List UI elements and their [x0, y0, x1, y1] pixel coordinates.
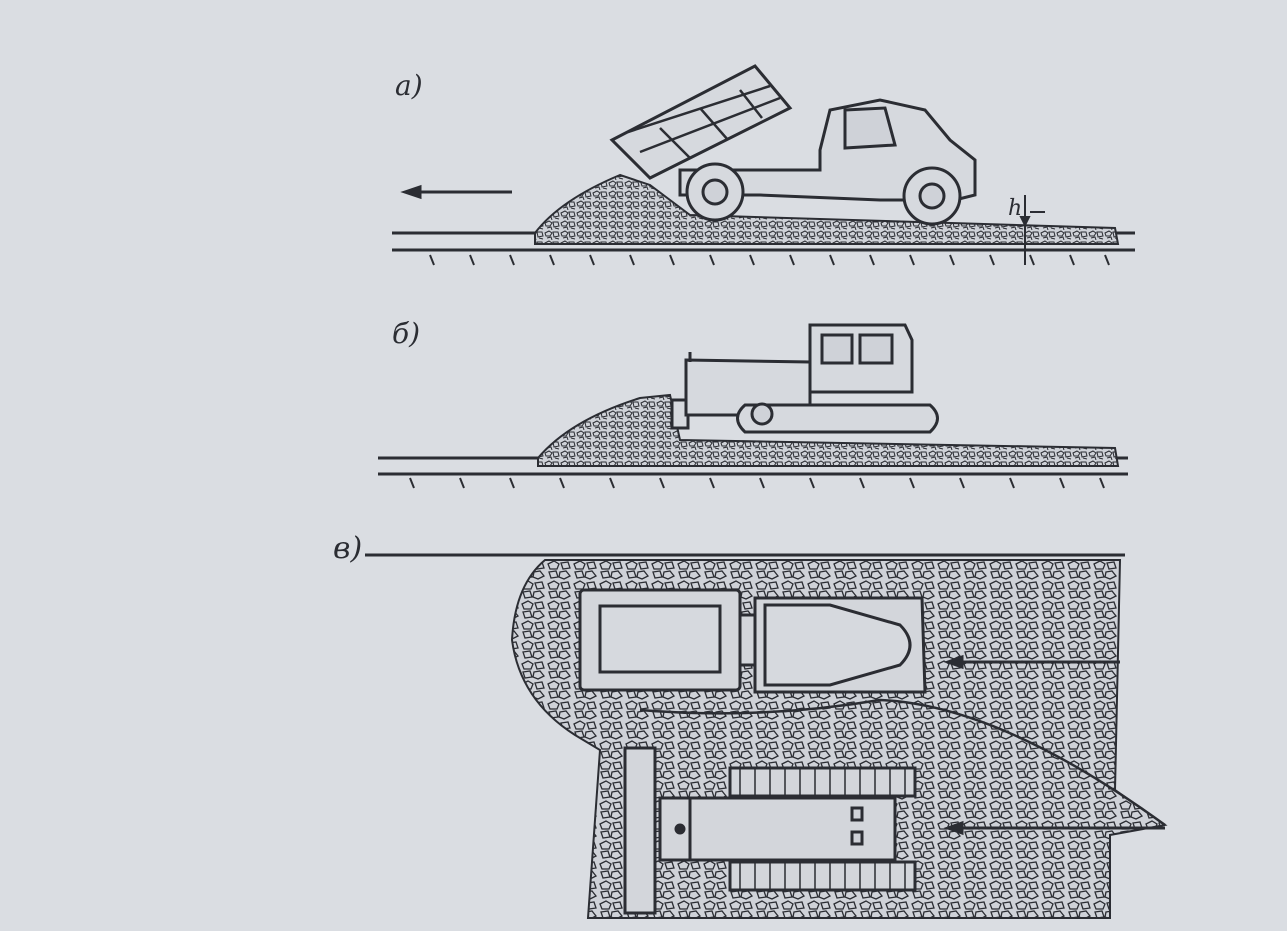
windrow-edge: [639, 698, 1166, 827]
bulldozer-blade: [670, 398, 690, 430]
direction-arrow-left-icon: [400, 184, 512, 200]
gravel-heap-b: [537, 393, 1120, 467]
truck-tipping-body: [609, 64, 793, 180]
panel-v: в): [333, 531, 1168, 919]
layer-height-mark: [1019, 195, 1045, 265]
panel-a: а) h: [392, 64, 1135, 266]
bulldozer-track-top: [728, 766, 917, 798]
bulldozer-side: [670, 323, 939, 434]
dump-truck: [609, 64, 977, 226]
direction-arrow-dozer-icon: [943, 820, 1165, 836]
bulldozer-track-bottom: [728, 860, 917, 892]
truck-cab-window: [843, 106, 897, 150]
panel-a-label: а): [395, 69, 423, 102]
bulldozer-plan: [623, 746, 917, 915]
ground-hatching-a: [429, 254, 1110, 266]
gravel-layer-a: [534, 173, 1120, 245]
bulldozer-blade-plan: [623, 746, 657, 915]
ground-hatching-b: [409, 477, 1105, 489]
panel-b: б): [378, 317, 1128, 489]
layer-height-label: h: [1008, 196, 1022, 221]
bulldozer-track: [736, 403, 939, 434]
panel-b-label: б): [392, 317, 420, 350]
direction-arrow-truck-icon: [943, 654, 1120, 670]
dump-truck-plan: [578, 588, 927, 694]
panel-v-label: в): [333, 531, 362, 566]
